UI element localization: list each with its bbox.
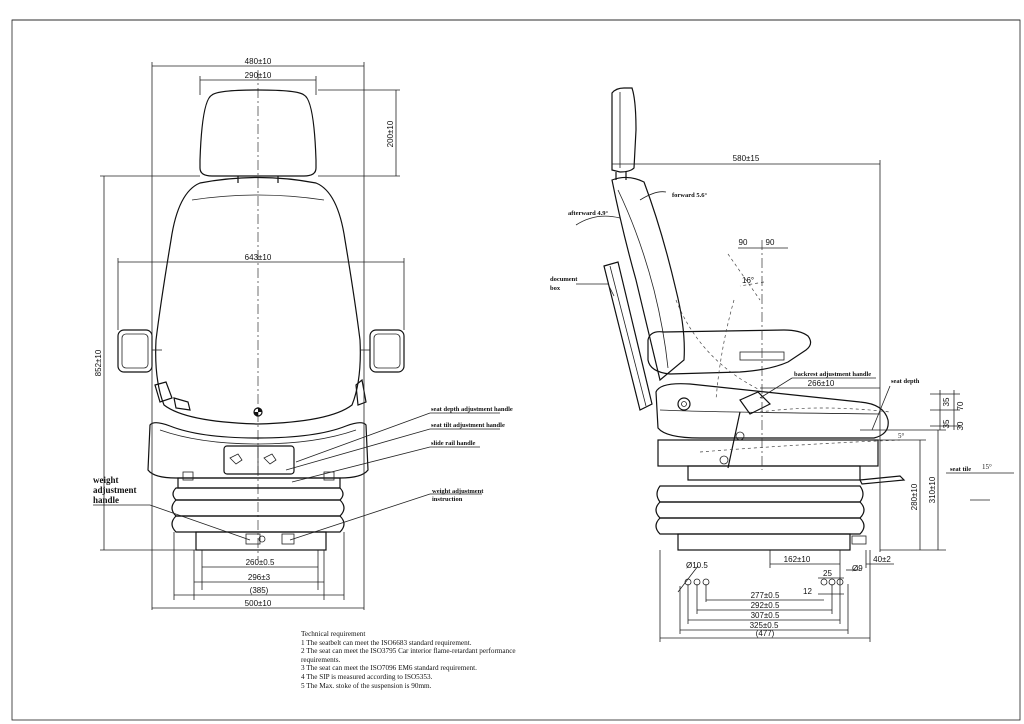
side-backrest xyxy=(611,176,685,382)
label-backrest-handle: backrest adjustment handle xyxy=(794,371,871,378)
label-seat-depth-handle: seat depth adjustment handle xyxy=(431,406,513,413)
dim-292: 292±0.5 xyxy=(751,601,780,610)
label-slide-rail-handle: slide rail handle xyxy=(431,440,476,447)
side-headrest xyxy=(611,87,637,173)
dim-12: 12 xyxy=(803,587,812,596)
label-forward: forward 5.6° xyxy=(672,192,707,199)
dim-height-310: 310±10 xyxy=(928,476,937,503)
label-afterward: afterward 4.9° xyxy=(568,210,609,217)
label-weight-instruction-1: weight adjustment xyxy=(432,488,484,495)
label-seat-tilt-handle: seat tilt adjustment handle xyxy=(431,422,505,429)
side-view: forward 5.6° afterward 4.9° document box… xyxy=(550,87,1014,642)
dim-total-height: 852±10 xyxy=(94,349,103,376)
side-suspension xyxy=(656,485,864,503)
label-seat-depth: seat depth xyxy=(891,378,920,385)
dim-top-overall: 480±10 xyxy=(245,57,272,66)
dim-seat-tilt-angle: 15° xyxy=(982,463,992,471)
dim-base-40: 40±2 xyxy=(873,555,891,564)
drawing-frame xyxy=(11,19,1021,721)
dim-angle-16: 16° xyxy=(742,276,754,285)
label-weight-instruction-2: instruction xyxy=(432,496,463,503)
front-headrest xyxy=(199,89,317,177)
dim-base-260: 260±0.5 xyxy=(246,558,275,567)
notes-item-3: 3 The seat can meet the ISO7096 EM6 stan… xyxy=(301,664,477,673)
dim-hole-105: Ø10.5 xyxy=(686,561,708,570)
dim-325: 325±0.5 xyxy=(750,621,779,630)
notes-item-5: 5 The Max. stoke of the suspension is 90… xyxy=(301,681,432,690)
side-seat-cushion xyxy=(655,383,889,439)
dim-477: (477) xyxy=(756,629,775,638)
label-document-box-2: box xyxy=(550,285,561,292)
front-right-armrest xyxy=(369,329,405,373)
dim-seat-depth-70: 70 xyxy=(956,401,965,410)
dim-base-162: 162±10 xyxy=(784,555,811,564)
dim-base-500: 500±10 xyxy=(245,599,272,608)
dim-seat-depth-30: 30 xyxy=(956,421,965,430)
dim-angle-5: 5° xyxy=(898,432,905,440)
technical-requirements: Technical requirement 1 The seatbelt can… xyxy=(301,630,631,690)
dim-base-385: (385) xyxy=(250,586,269,595)
notes-item-2: 2 The seat can meet the ISO3795 Car inte… xyxy=(301,647,516,664)
notes-title: Technical requirement xyxy=(301,630,366,638)
dim-height-280: 280±10 xyxy=(910,483,919,510)
dim-seat-depth-35a: 35 xyxy=(942,397,951,406)
dim-angle-right: 90 xyxy=(766,238,775,247)
notes-item-4: 4 The SIP is measured according to ISO53… xyxy=(301,672,433,681)
dim-277: 277±0.5 xyxy=(751,591,780,600)
front-view: 480±10 290±10 200±10 643±10 852±10 260±0… xyxy=(93,57,513,610)
dim-backrest-handle-dist: 266±10 xyxy=(808,379,835,388)
dim-back-width: 643±10 xyxy=(245,253,272,262)
label-weight-handle-2: adjustment xyxy=(93,485,137,495)
dim-seat-depth-35b: 35 xyxy=(942,419,951,428)
front-left-armrest xyxy=(117,329,153,373)
notes-item-1: 1 The seatbelt can meet the ISO6683 stan… xyxy=(301,638,472,647)
dim-hole-9: Ø9 xyxy=(852,564,863,573)
dim-base-296: 296±3 xyxy=(248,573,271,582)
dim-25: 25 xyxy=(823,569,832,578)
side-armrest xyxy=(647,329,812,375)
front-backrest xyxy=(155,176,361,425)
side-document-box xyxy=(603,261,653,411)
label-seat-tile: seat tile xyxy=(950,466,971,473)
dim-headrest-width: 290±10 xyxy=(245,71,272,80)
dim-headrest-height: 200±10 xyxy=(386,120,395,147)
label-weight-handle-1: weight xyxy=(93,475,119,485)
label-weight-handle-3: handle xyxy=(93,495,119,505)
dim-307: 307±0.5 xyxy=(751,611,780,620)
dim-angle-left: 90 xyxy=(739,238,748,247)
dim-depth: 580±15 xyxy=(733,154,760,163)
label-document-box-1: document xyxy=(550,276,578,283)
